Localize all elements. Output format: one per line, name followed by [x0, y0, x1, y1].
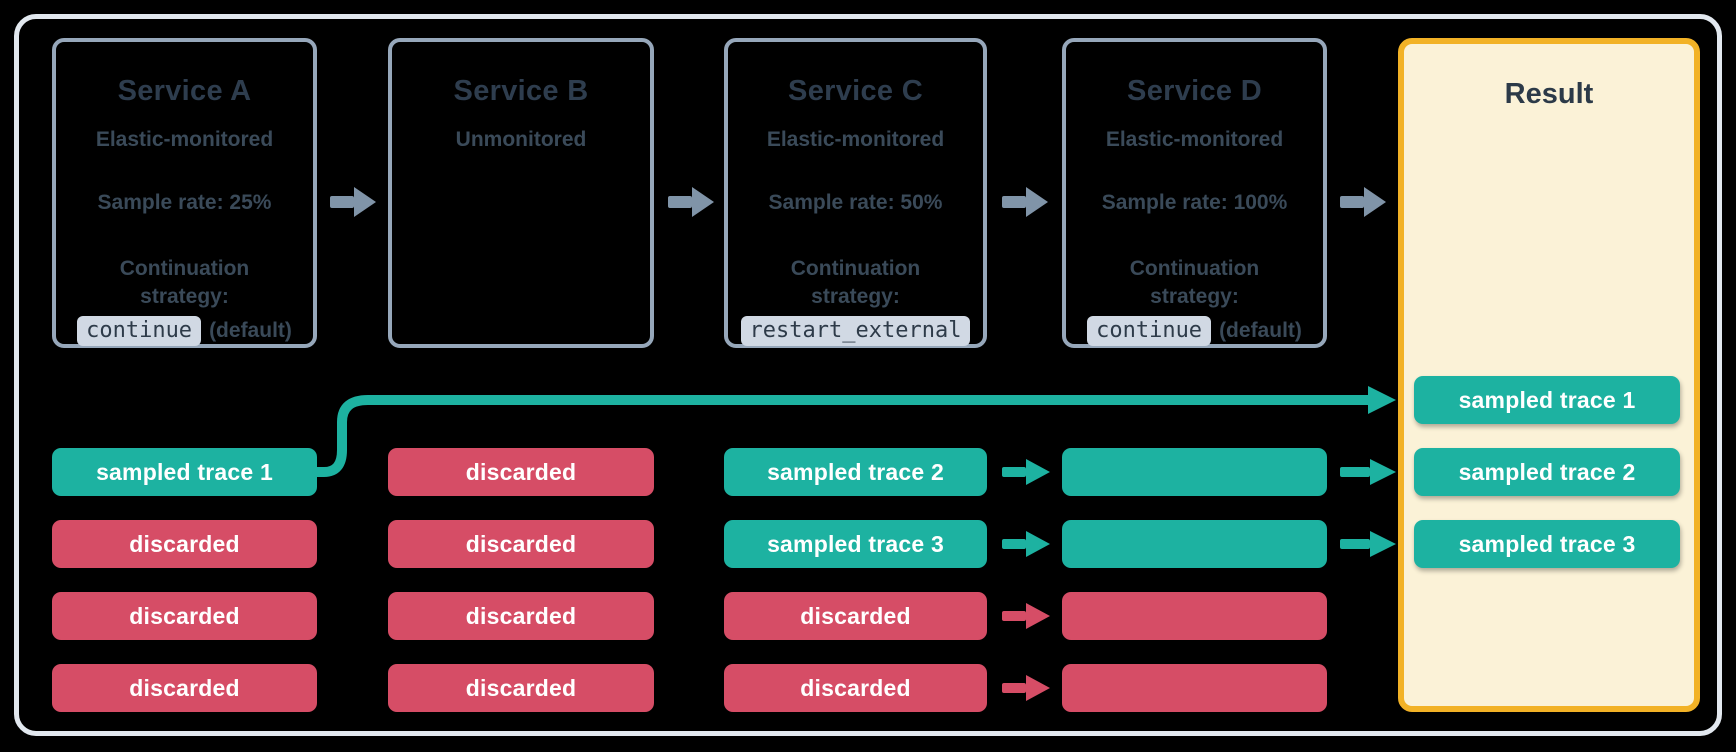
service-d-strategy-row: continue (default)	[1066, 316, 1323, 346]
trace-chip-a-3: discarded	[52, 592, 317, 640]
trace-chip-b-3: discarded	[388, 592, 654, 640]
result-box: Result	[1398, 38, 1700, 712]
service-c-continuation-label-2: strategy:	[811, 285, 900, 308]
service-d-sample-rate: Sample rate: 100%	[1101, 191, 1288, 214]
service-a-continuation-label: Continuation	[119, 257, 250, 280]
service-d-monitoring: Elastic-monitored	[1105, 128, 1284, 151]
trace-chip-b-4: discarded	[388, 664, 654, 712]
service-a-strategy-row: continue (default)	[56, 316, 313, 346]
trace-chip-c-3: discarded	[724, 592, 987, 640]
service-a-monitoring: Elastic-monitored	[95, 128, 274, 151]
service-c-strategy-row: restart_external	[728, 316, 983, 346]
service-c-sample-rate: Sample rate: 50%	[768, 191, 943, 214]
result-chip-1: sampled trace 1	[1414, 376, 1680, 424]
service-d-title: Service D	[1127, 75, 1262, 107]
service-a-box: Service A Elastic-monitored Sample rate:…	[52, 38, 317, 348]
service-d-continuation-label: Continuation	[1129, 257, 1260, 280]
service-a-continuation-label-2: strategy:	[140, 285, 229, 308]
service-c-continuation-label: Continuation	[790, 257, 921, 280]
trace-chip-a-4: discarded	[52, 664, 317, 712]
service-c-monitoring: Elastic-monitored	[766, 128, 945, 151]
service-d-strategy-code: continue	[1087, 316, 1212, 346]
trace-chip-c-4: discarded	[724, 664, 987, 712]
service-c-strategy-code: restart_external	[740, 316, 971, 346]
service-d-box: Service D Elastic-monitored Sample rate:…	[1062, 38, 1327, 348]
trace-chip-d-4	[1062, 664, 1327, 712]
service-a-strategy-code: continue	[77, 316, 202, 346]
trace-chip-c-2: sampled trace 3	[724, 520, 987, 568]
service-a-title: Service A	[117, 75, 252, 107]
trace-chip-c-1: sampled trace 2	[724, 448, 987, 496]
result-chip-2: sampled trace 2	[1414, 448, 1680, 496]
trace-chip-d-1	[1062, 448, 1327, 496]
service-b-box: Service B Unmonitored	[388, 38, 654, 348]
service-d-continuation-label-2: strategy:	[1150, 285, 1239, 308]
result-chip-3: sampled trace 3	[1414, 520, 1680, 568]
trace-chip-d-2	[1062, 520, 1327, 568]
service-a-sample-rate: Sample rate: 25%	[97, 191, 272, 214]
service-d-strategy-note: (default)	[1219, 319, 1302, 342]
trace-chip-a-1: sampled trace 1	[52, 448, 317, 496]
service-c-box: Service C Elastic-monitored Sample rate:…	[724, 38, 987, 348]
service-b-monitoring: Unmonitored	[455, 128, 587, 151]
service-b-title: Service B	[453, 75, 589, 107]
trace-chip-b-2: discarded	[388, 520, 654, 568]
outer-frame	[14, 14, 1722, 736]
result-title: Result	[1504, 78, 1594, 110]
trace-chip-a-2: discarded	[52, 520, 317, 568]
service-a-strategy-note: (default)	[209, 319, 292, 342]
trace-chip-d-3	[1062, 592, 1327, 640]
service-c-title: Service C	[788, 75, 923, 107]
trace-chip-b-1: discarded	[388, 448, 654, 496]
